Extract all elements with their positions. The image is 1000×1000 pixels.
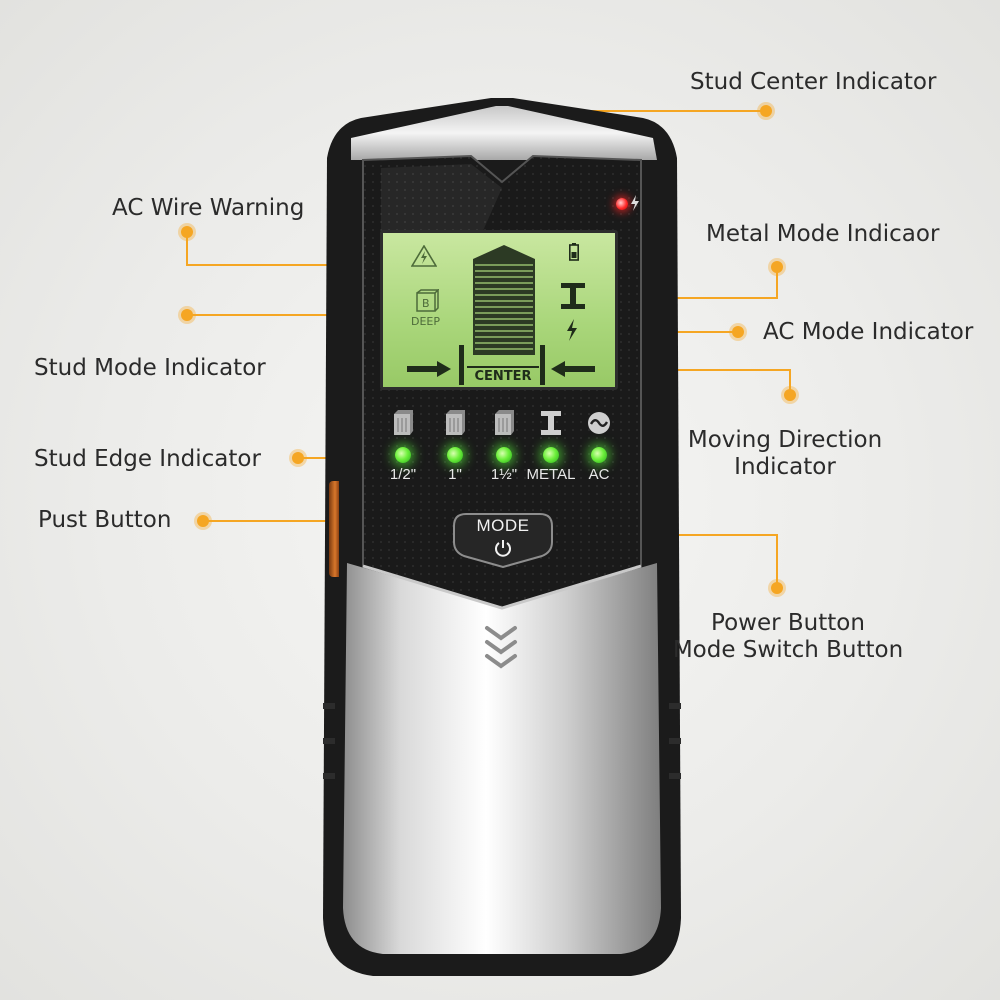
power-icon xyxy=(495,540,511,557)
i-beam-icon xyxy=(541,411,561,435)
stud-edge-left-icon xyxy=(459,345,464,385)
arrow-right-icon xyxy=(407,361,451,377)
ac-wave-icon xyxy=(588,412,610,434)
center-label: CENTER xyxy=(467,366,539,384)
stud-finder-device: B DEEP CENTER xyxy=(321,98,683,978)
stud-edge-right-icon xyxy=(540,345,545,385)
callout-ac-mode: AC Mode Indicator xyxy=(763,319,974,345)
led-metal: METAL xyxy=(521,410,581,483)
led-label: 1½" xyxy=(490,466,518,483)
dot-power xyxy=(768,579,786,597)
metal-i-beam-icon xyxy=(561,283,585,309)
green-led-icon xyxy=(447,447,463,463)
ac-lightning-icon xyxy=(567,319,577,341)
led-label: 1" xyxy=(448,466,462,483)
stud-block-icon xyxy=(394,410,413,435)
warning-red-led-icon xyxy=(616,198,628,210)
green-led-icon xyxy=(591,447,607,463)
battery-icon xyxy=(569,243,579,261)
green-led-icon xyxy=(496,447,512,463)
callout-ac-wire: AC Wire Warning xyxy=(112,195,305,221)
arrow-left-icon xyxy=(551,361,595,377)
mode-power-button[interactable]: MODE xyxy=(452,512,554,568)
callout-stud-center: Stud Center Indicator xyxy=(690,69,937,95)
dot-push-button xyxy=(194,512,212,530)
led-label: AC xyxy=(588,466,610,483)
dot-ac-wire xyxy=(178,223,196,241)
led-half-inch: 1/2" xyxy=(373,410,433,483)
lightning-small-icon xyxy=(631,195,639,211)
callout-moving-direction-line1: Moving Direction xyxy=(687,427,883,453)
stud-mode-icon: B xyxy=(416,289,439,312)
callout-stud-edge: Stud Edge Indicator xyxy=(34,446,261,472)
stud-block-icon xyxy=(495,410,514,435)
callout-moving-direction-line2: Indicator xyxy=(734,454,836,480)
led-label: METAL xyxy=(526,466,576,483)
stud-center-bar-graph xyxy=(473,245,535,355)
led-one-half-inch: 1½" xyxy=(474,410,534,483)
deep-label: DEEP xyxy=(411,315,441,328)
dot-stud-mode xyxy=(178,306,196,324)
callout-power-line2: Mode Switch Button xyxy=(672,637,904,663)
stud-block-icon xyxy=(446,410,465,435)
callout-power-line1: Power Button xyxy=(711,610,865,636)
ac-warning-triangle-icon xyxy=(411,245,437,267)
led-one-inch: 1" xyxy=(425,410,485,483)
callout-metal-mode: Metal Mode Indicaor xyxy=(706,221,940,247)
dot-metal-mode xyxy=(768,258,786,276)
side-push-button[interactable] xyxy=(329,481,339,577)
dot-ac-mode xyxy=(729,323,747,341)
green-led-icon xyxy=(395,447,411,463)
callout-push-button: Pust Button xyxy=(38,507,172,533)
led-label: 1/2" xyxy=(389,466,417,483)
svg-text:B: B xyxy=(422,297,430,310)
dot-moving-direction xyxy=(781,386,799,404)
dot-stud-center xyxy=(757,102,775,120)
dot-stud-edge xyxy=(289,449,307,467)
mode-button-label: MODE xyxy=(476,516,530,535)
led-ac: AC xyxy=(569,410,629,483)
lcd-screen: B DEEP CENTER xyxy=(380,230,618,390)
callout-stud-mode: Stud Mode Indicator xyxy=(34,355,266,381)
green-led-icon xyxy=(543,447,559,463)
